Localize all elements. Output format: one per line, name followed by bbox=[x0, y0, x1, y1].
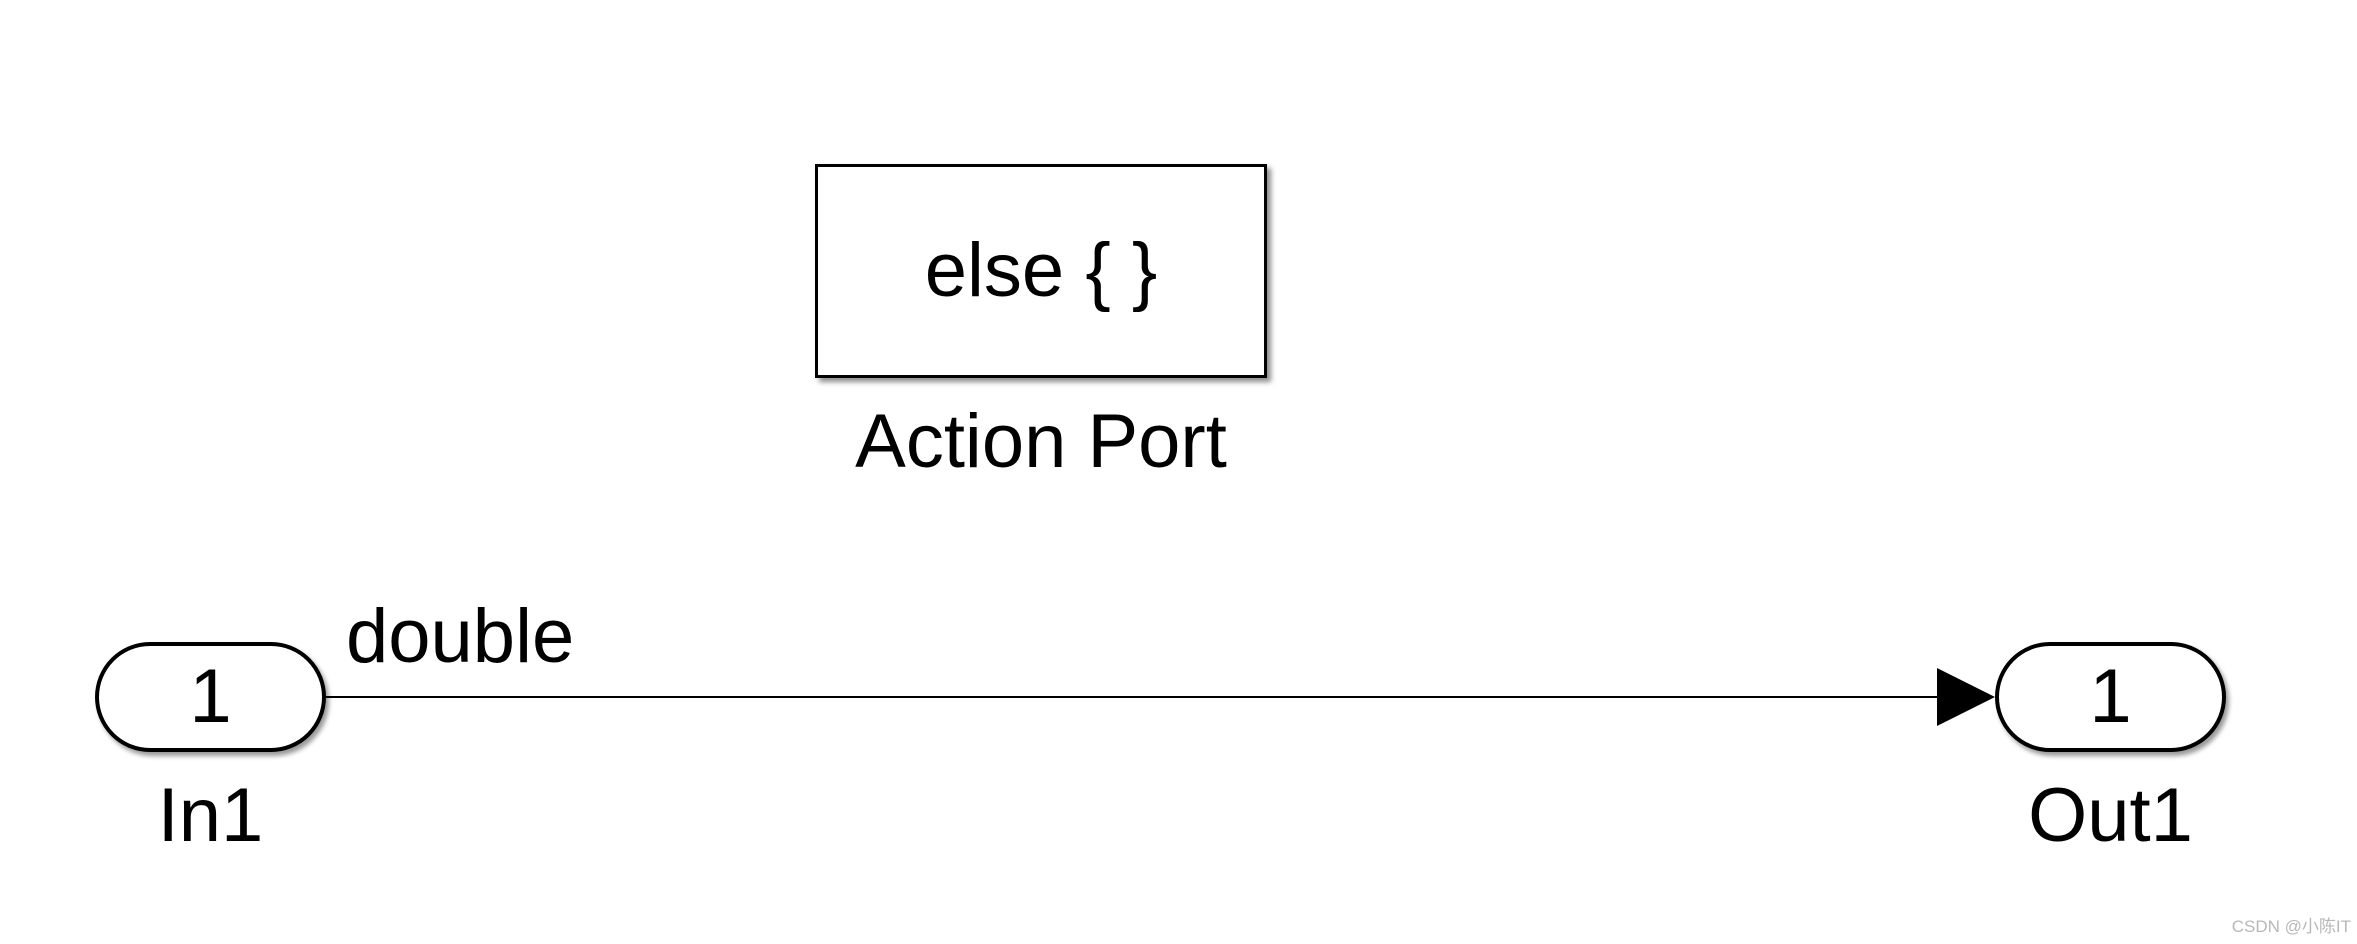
outport-block[interactable]: 1 bbox=[1995, 642, 2226, 752]
inport-port-number: 1 bbox=[189, 654, 232, 739]
watermark-text: CSDN @小陈IT bbox=[2231, 917, 2351, 936]
outport-port-number: 1 bbox=[2089, 654, 2132, 739]
inport-block-name[interactable]: In1 bbox=[157, 773, 264, 858]
else-action-block-code-label: else { } bbox=[924, 228, 1158, 313]
signal-arrowhead-icon bbox=[1937, 668, 1995, 726]
outport-block-name[interactable]: Out1 bbox=[2028, 773, 2193, 858]
else-action-block[interactable]: else { } bbox=[815, 164, 1267, 378]
signal-datatype-label[interactable]: double bbox=[346, 594, 575, 679]
inport-block[interactable]: 1 bbox=[95, 642, 326, 752]
action-port-block-name[interactable]: Action Port bbox=[855, 399, 1227, 484]
signal-line[interactable] bbox=[326, 696, 1937, 698]
